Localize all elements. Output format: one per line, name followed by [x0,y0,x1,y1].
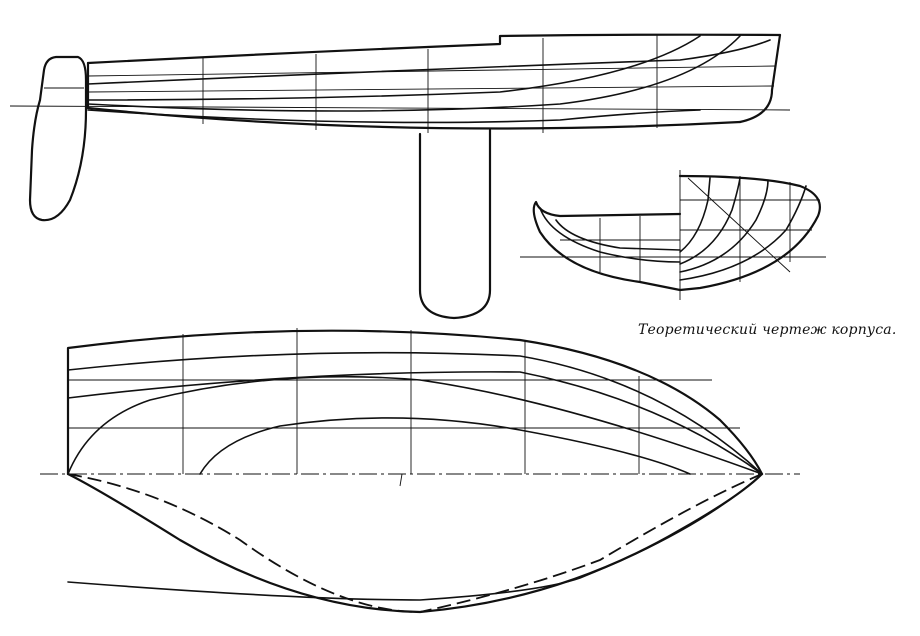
body-plan-station-1 [679,185,807,281]
body-plan-view [520,170,826,300]
drawing-caption: Теоретический чертеж корпуса. [638,322,897,338]
plan-midship-mark [399,473,403,487]
body-plan-fore-outline [678,174,821,292]
plan-waterline-grid [68,379,740,429]
plan-waterline-1 [67,351,763,475]
plan-diagonal-dashed [67,473,763,613]
plan-waterline-4 [67,371,763,475]
profile-buttock-3 [87,35,741,112]
profile-bow [738,33,782,124]
profile-buttock-1 [87,39,771,85]
profile-sheer-line [86,33,782,65]
body-plan-station-3 [679,177,741,265]
plan-waterline-2 [67,375,763,475]
body-plan-aft-station-2 [555,219,681,251]
profile-stations [202,35,658,133]
fin-keel [418,128,492,320]
profile-buttock-2 [87,35,701,101]
body-plan-station-4 [679,177,711,253]
body-plan-station-2 [679,179,769,273]
plan-waterline-3 [199,417,691,475]
profile-keel-line [86,106,742,130]
body-plan-diagonal [687,177,791,273]
profile-view [9,33,791,320]
body-plan-aft-outline [532,200,682,292]
profile-buttock-4 [87,109,701,124]
plan-stations [182,328,640,474]
plan-lower-line [67,473,763,601]
rudder [28,55,88,222]
plan-view [40,328,800,614]
profile-waterlines [87,65,777,93]
